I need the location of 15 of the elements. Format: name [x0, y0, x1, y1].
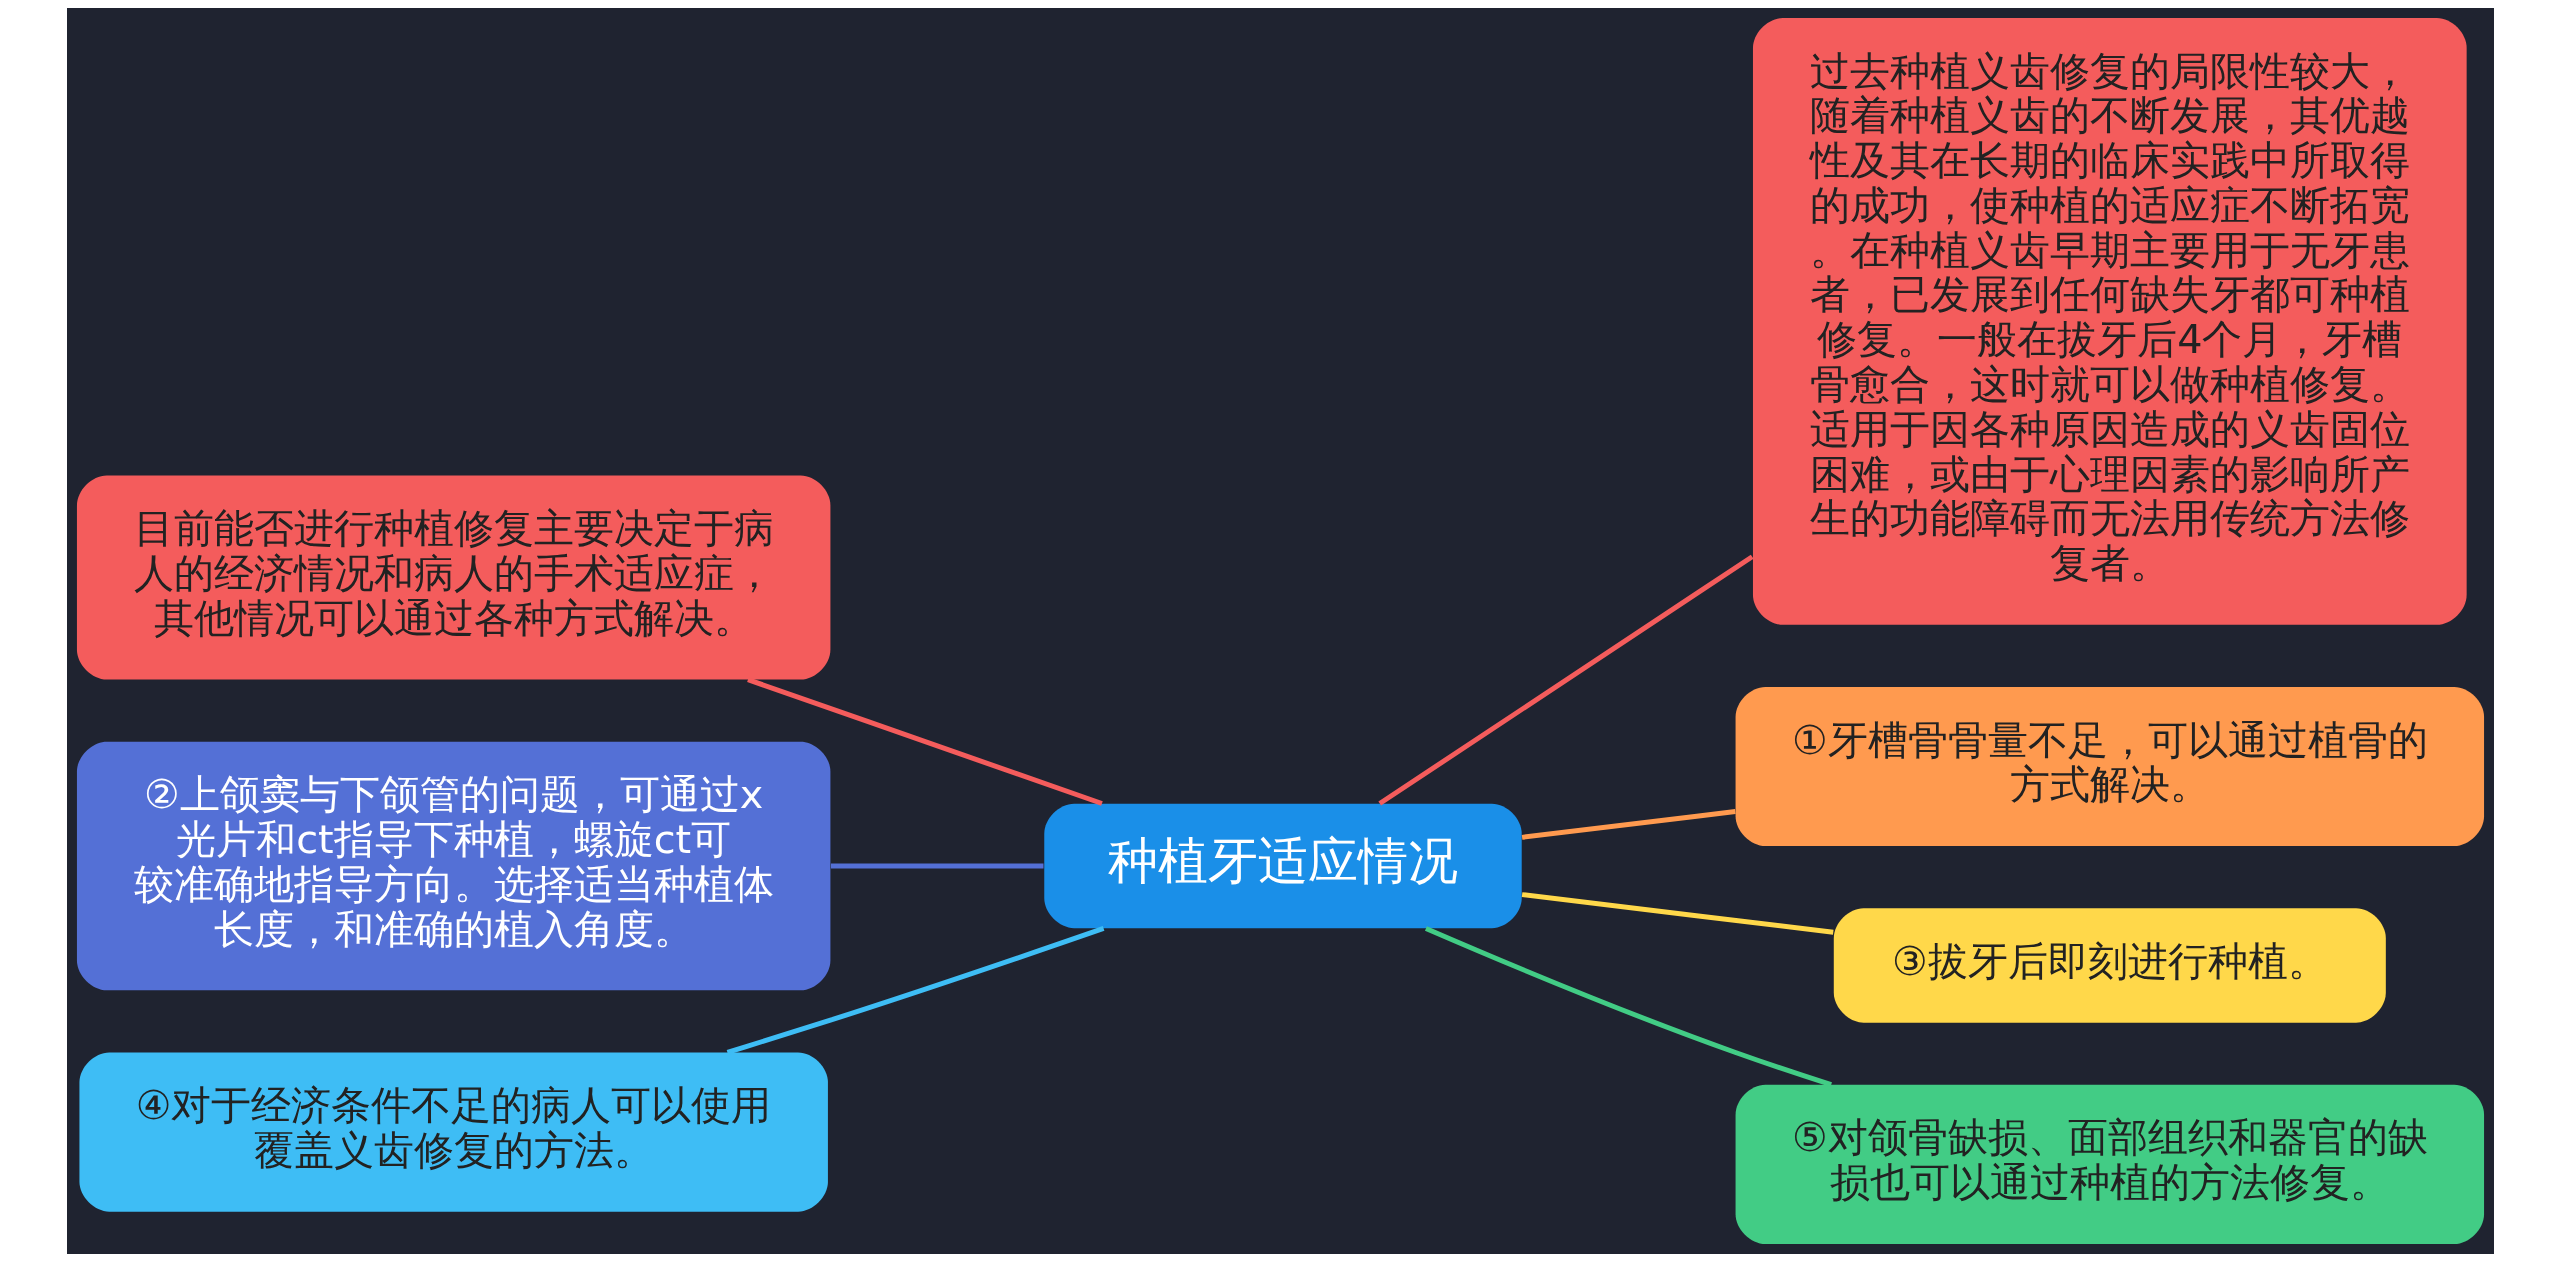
connector — [1424, 926, 1832, 1088]
node-box: ①牙槽骨骨量不足，可以通过植骨的方式解决。 — [1735, 686, 2484, 847]
node-box: 种植牙适应情况 — [1043, 803, 1522, 929]
node-box: 过去种植义齿修复的局限性较大，随着种植义齿的不断发展，其优越性及其在长期的临床实践中所取得的成功，使种植的适应症不断拓宽。在种植义齿早期主要用于无牙患者，已发展到任何缺失牙都可种植修复。一般在拔牙后4个月，牙槽骨愈合，这时就可以做种植修复。适用于因各种原因造成的义齿固位困难，或由于心理因素的影响所产生的功能障碍而无法用传统方法修复者。 — [1752, 18, 2467, 625]
connector — [726, 926, 1104, 1055]
node-box: ③拔牙后即刻进行种植。 — [1833, 908, 2386, 1023]
connector — [1377, 554, 1754, 806]
node-box: 目前能否进行种植修复主要决定于病人的经济情况和病人的手术适应症，其他情况可以通过各种方式解决。 — [76, 475, 830, 680]
connector — [1521, 809, 1736, 840]
connector — [830, 863, 1043, 869]
connector — [746, 677, 1103, 806]
node-box: ④对于经济条件不足的病人可以使用覆盖义齿修复的方法。 — [78, 1052, 828, 1212]
node-box: ⑤对颌骨缺损、面部组织和器官的缺损也可以通过种植的方法修复。 — [1735, 1084, 2484, 1244]
node-box: ②上颌窦与下颌管的问题，可通过x光片和ct指导下种植，螺旋ct可较准确地指导方向。选择适当种植体长度，和准确的植入角度。 — [76, 741, 830, 991]
connector — [1521, 892, 1834, 935]
